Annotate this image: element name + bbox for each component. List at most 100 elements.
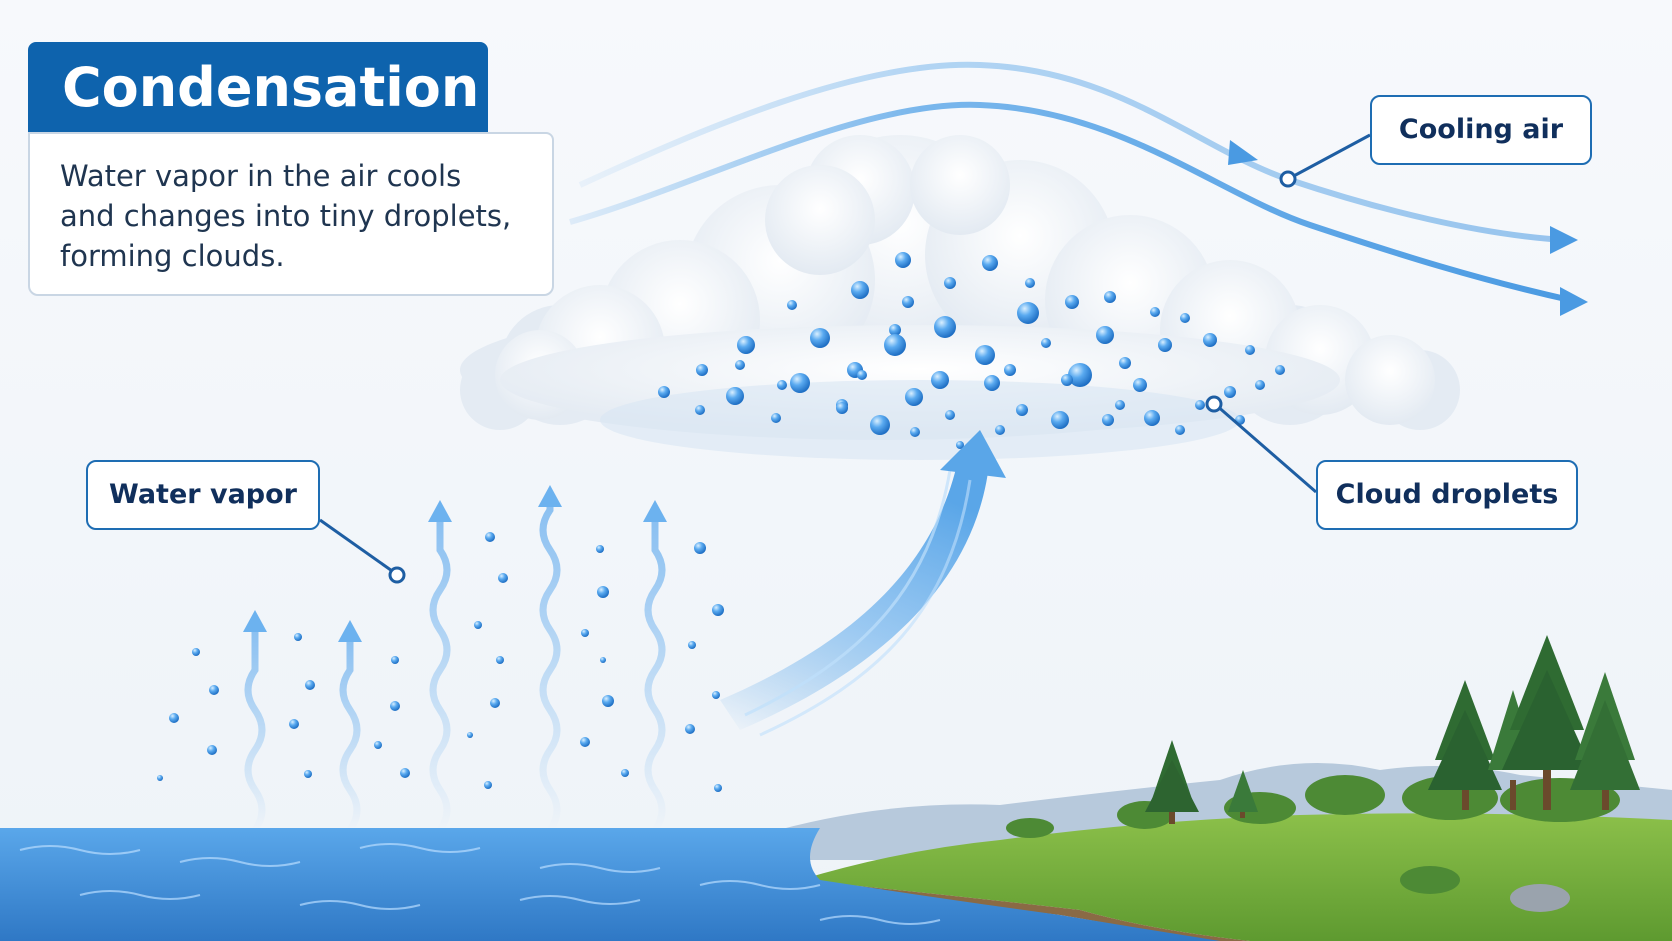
water-droplet-icon	[851, 281, 869, 299]
water-droplet-icon	[294, 633, 302, 641]
water-droplet-icon	[688, 641, 696, 649]
water-vapor-droplets	[157, 532, 724, 792]
water-droplet-icon	[836, 402, 848, 414]
rising-vapor-arrow-icon	[644, 516, 666, 834]
water-droplet-icon	[931, 371, 949, 389]
water-droplet-icon	[944, 277, 956, 289]
water-droplet-icon	[984, 375, 1000, 391]
rising-vapor-arrow-icon	[539, 501, 561, 834]
water-droplet-icon	[1016, 404, 1028, 416]
water-droplet-icon	[621, 769, 629, 777]
cloud-icon	[460, 135, 1460, 460]
trees	[1145, 635, 1640, 824]
grassy-shore	[800, 813, 1672, 941]
water-droplet-icon	[602, 695, 614, 707]
rising-vapor-arrow-icon	[339, 636, 361, 834]
water-droplet-icon	[1041, 338, 1051, 348]
water-droplet-icon	[1275, 365, 1285, 375]
water-droplet-icon	[496, 656, 504, 664]
tree-icon	[1428, 680, 1502, 810]
water-droplet-icon	[1133, 378, 1147, 392]
airflow-arrowhead-lower	[1560, 287, 1588, 316]
water-droplet-icon	[289, 719, 299, 729]
water-droplet-icon	[910, 427, 920, 437]
water-droplet-icon	[209, 685, 219, 695]
water-droplet-icon	[1051, 411, 1069, 429]
water-droplet-icon	[600, 657, 606, 663]
water-droplet-icon	[390, 701, 400, 711]
water-droplet-icon	[1017, 302, 1039, 324]
water-droplet-icon	[207, 745, 217, 755]
label-cooling-air: Cooling air	[1370, 95, 1592, 165]
leader-line-cooling-air	[1289, 133, 1371, 180]
water-droplet-icon	[1224, 386, 1236, 398]
water-droplet-icon	[712, 604, 724, 616]
vapor-arrowhead	[538, 485, 562, 507]
water-droplet-icon	[580, 737, 590, 747]
rising-air-arrow	[720, 430, 1006, 737]
water-droplet-icon	[982, 255, 998, 271]
water-droplet-icon	[474, 621, 482, 629]
water-droplet-icon	[884, 334, 906, 356]
water-droplet-icon	[1144, 410, 1160, 426]
airflow-arrow-lower	[569, 101, 1571, 303]
water-droplet-icon	[484, 781, 492, 789]
water-droplet-icon	[857, 370, 867, 380]
water-droplet-icon	[1180, 313, 1190, 323]
water-droplet-icon	[735, 360, 745, 370]
water-droplet-icon	[905, 388, 923, 406]
water-droplet-icon	[726, 387, 744, 405]
rising-vapor-arrow-icon	[244, 626, 266, 834]
label-cloud-droplets: Cloud droplets	[1316, 460, 1578, 530]
water-droplet-icon	[192, 648, 200, 656]
water-droplet-icon	[714, 784, 722, 792]
water-droplet-icon	[157, 775, 163, 781]
cloud-droplets	[658, 252, 1285, 449]
water-droplet-icon	[695, 405, 705, 415]
water-body	[0, 828, 1220, 941]
water-droplet-icon	[1119, 357, 1131, 369]
water-droplet-icon	[169, 713, 179, 723]
water-droplet-icon	[305, 680, 315, 690]
water-droplet-icon	[694, 542, 706, 554]
water-droplet-icon	[498, 573, 508, 583]
water-droplet-icon	[391, 656, 399, 664]
water-droplet-icon	[712, 691, 720, 699]
water-droplet-icon	[597, 586, 609, 598]
water-droplet-icon	[1195, 400, 1205, 410]
leader-lines	[319, 133, 1371, 575]
water-vapor-wisps	[243, 485, 667, 834]
water-droplet-icon	[485, 532, 495, 542]
vapor-arrowhead	[243, 610, 267, 632]
water-droplet-icon	[1104, 291, 1116, 303]
leader-endpoints	[388, 170, 1297, 584]
water-droplet-icon	[1102, 414, 1114, 426]
leader-line-cloud-droplets	[1215, 403, 1317, 494]
water-droplet-icon	[934, 316, 956, 338]
water-droplet-icon	[1065, 295, 1079, 309]
water-droplet-icon	[902, 296, 914, 308]
water-droplet-icon	[467, 732, 473, 738]
leader-dot-cooling-air	[1279, 170, 1297, 188]
vapor-arrowhead	[338, 620, 362, 642]
leader-dot-water-vapor	[388, 566, 406, 584]
rising-arrowhead	[940, 430, 1006, 478]
water-droplet-icon	[1158, 338, 1172, 352]
label-water-vapor: Water vapor	[86, 460, 320, 530]
airflow-arrowhead-mid	[1228, 140, 1258, 165]
cooling-air-arrows	[569, 61, 1588, 316]
water-droplet-icon	[810, 328, 830, 348]
vapor-arrowhead	[428, 500, 452, 522]
water-droplet-icon	[596, 545, 604, 553]
tree-icon	[1145, 740, 1199, 824]
water-droplet-icon	[1115, 400, 1125, 410]
water-droplet-icon	[1175, 425, 1185, 435]
water-droplet-icon	[889, 324, 901, 336]
water-droplet-icon	[1004, 364, 1016, 376]
water-droplet-icon	[777, 380, 787, 390]
water-droplet-icon	[870, 415, 890, 435]
water-droplet-icon	[685, 724, 695, 734]
water-droplet-icon	[1068, 363, 1092, 387]
leader-line-water-vapor	[319, 518, 396, 575]
water-droplet-icon	[374, 741, 382, 749]
